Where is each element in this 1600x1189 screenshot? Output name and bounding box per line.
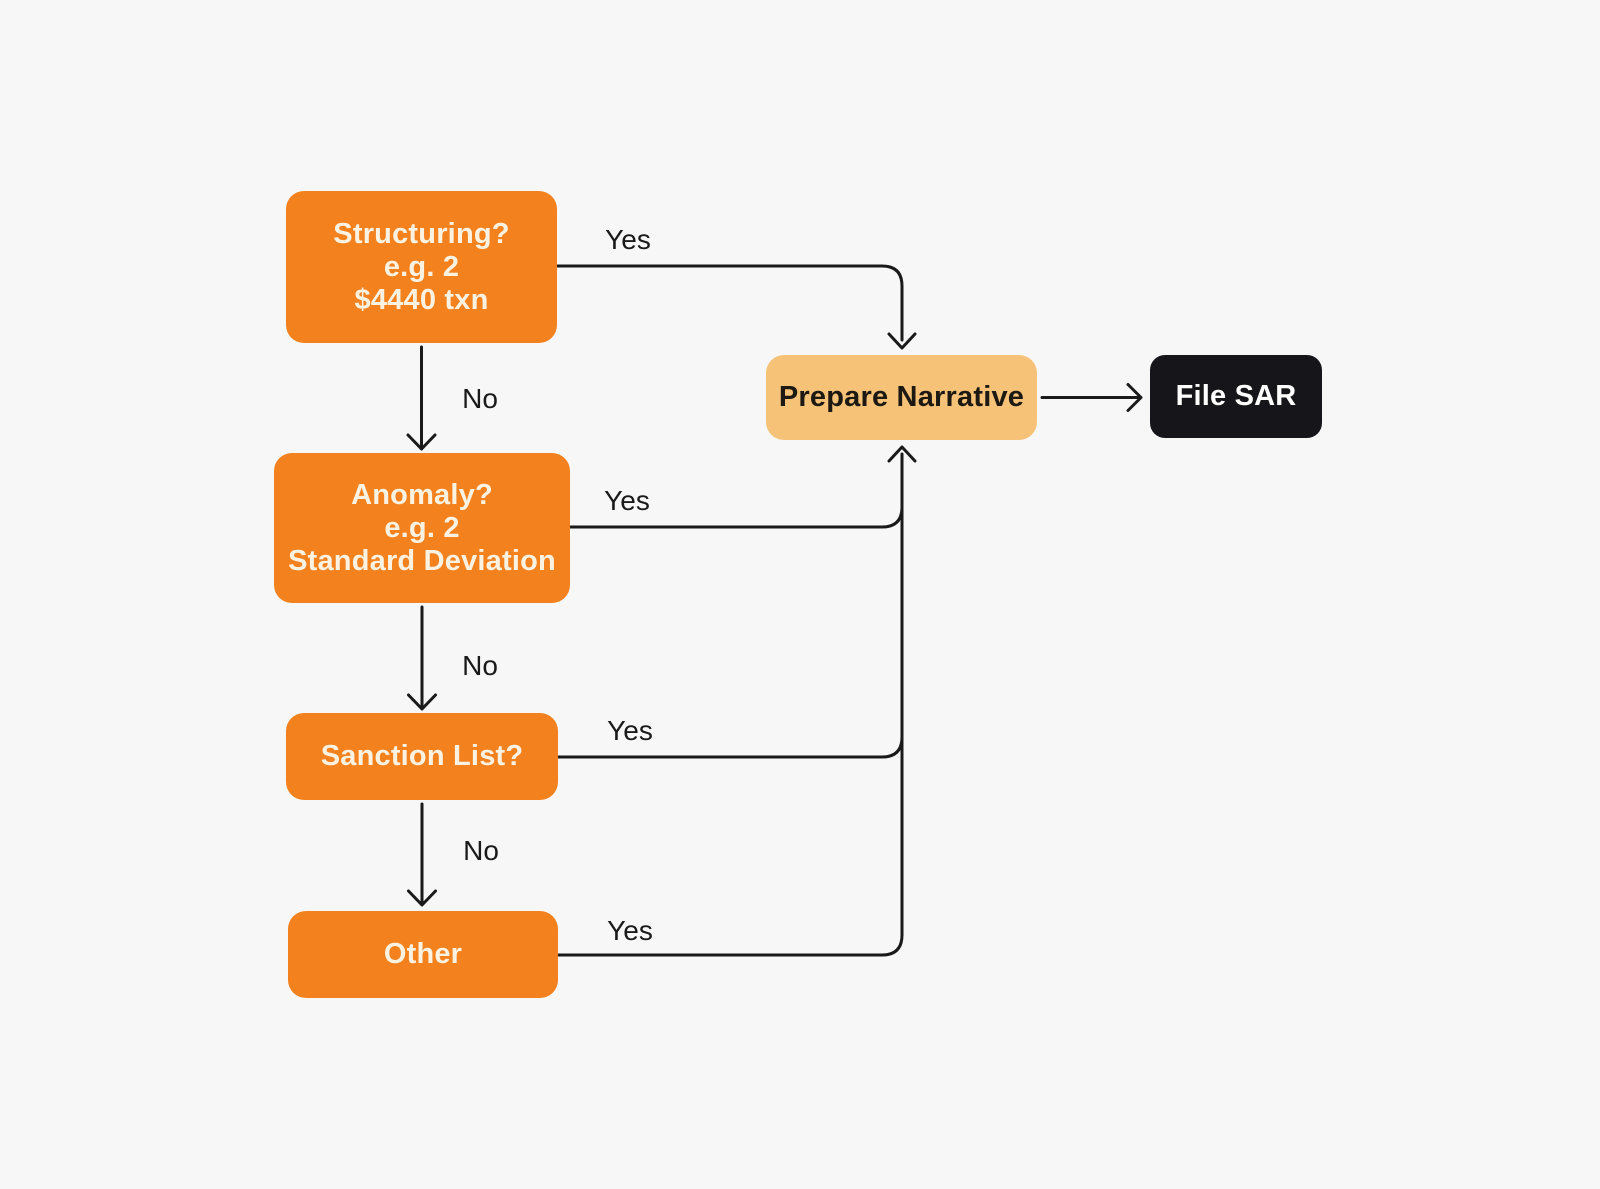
- node-file-sar-label: File SAR: [1175, 380, 1297, 412]
- edge-label-structuring-no: No: [462, 383, 498, 414]
- node-sanction-list-label: Sanction List?: [320, 740, 524, 772]
- node-structuring-line-1: Structuring?: [333, 217, 510, 250]
- edge-anomaly-yes: [568, 505, 904, 529]
- node-structuring-line-2: e.g. 2: [383, 250, 460, 283]
- node-anomaly-line-1: Anomaly?: [351, 478, 493, 511]
- node-anomaly: Anomaly? e.g. 2 Standard Deviation: [274, 453, 570, 603]
- node-anomaly-line-2: e.g. 2: [384, 511, 460, 544]
- edge-sanction-yes: [556, 735, 904, 759]
- edge-merge-trunk-arrow: [887, 445, 917, 937]
- node-prepare-narrative: Prepare Narrative: [766, 355, 1037, 440]
- edge-label-sanction-yes: Yes: [607, 715, 653, 746]
- node-structuring: Structuring? e.g. 2 $4440 txn: [286, 191, 557, 343]
- node-prepare-narrative-label: Prepare Narrative: [778, 381, 1025, 413]
- edge-label-sanction-no: No: [463, 835, 499, 866]
- edge-prepare-to-filesar-arrow: [1040, 383, 1143, 412]
- node-sanction-list: Sanction List?: [286, 713, 558, 800]
- edge-structuring-no-arrow: [406, 345, 437, 451]
- node-file-sar: File SAR: [1150, 355, 1322, 438]
- node-other: Other: [288, 911, 558, 998]
- edge-other-yes: [556, 933, 904, 957]
- node-structuring-line-3: $4440 txn: [354, 283, 489, 316]
- node-anomaly-line-3: Standard Deviation: [288, 544, 556, 577]
- edge-structuring-yes-arrow: [555, 264, 917, 350]
- edge-label-structuring-yes: Yes: [605, 224, 651, 255]
- edge-label-anomaly-yes: Yes: [604, 485, 650, 516]
- node-other-label: Other: [383, 938, 463, 970]
- edge-label-other-yes: Yes: [607, 915, 653, 946]
- edge-anomaly-no-arrow: [407, 605, 437, 711]
- edge-label-anomaly-no: No: [462, 650, 498, 681]
- edge-sanction-no-arrow: [407, 802, 437, 907]
